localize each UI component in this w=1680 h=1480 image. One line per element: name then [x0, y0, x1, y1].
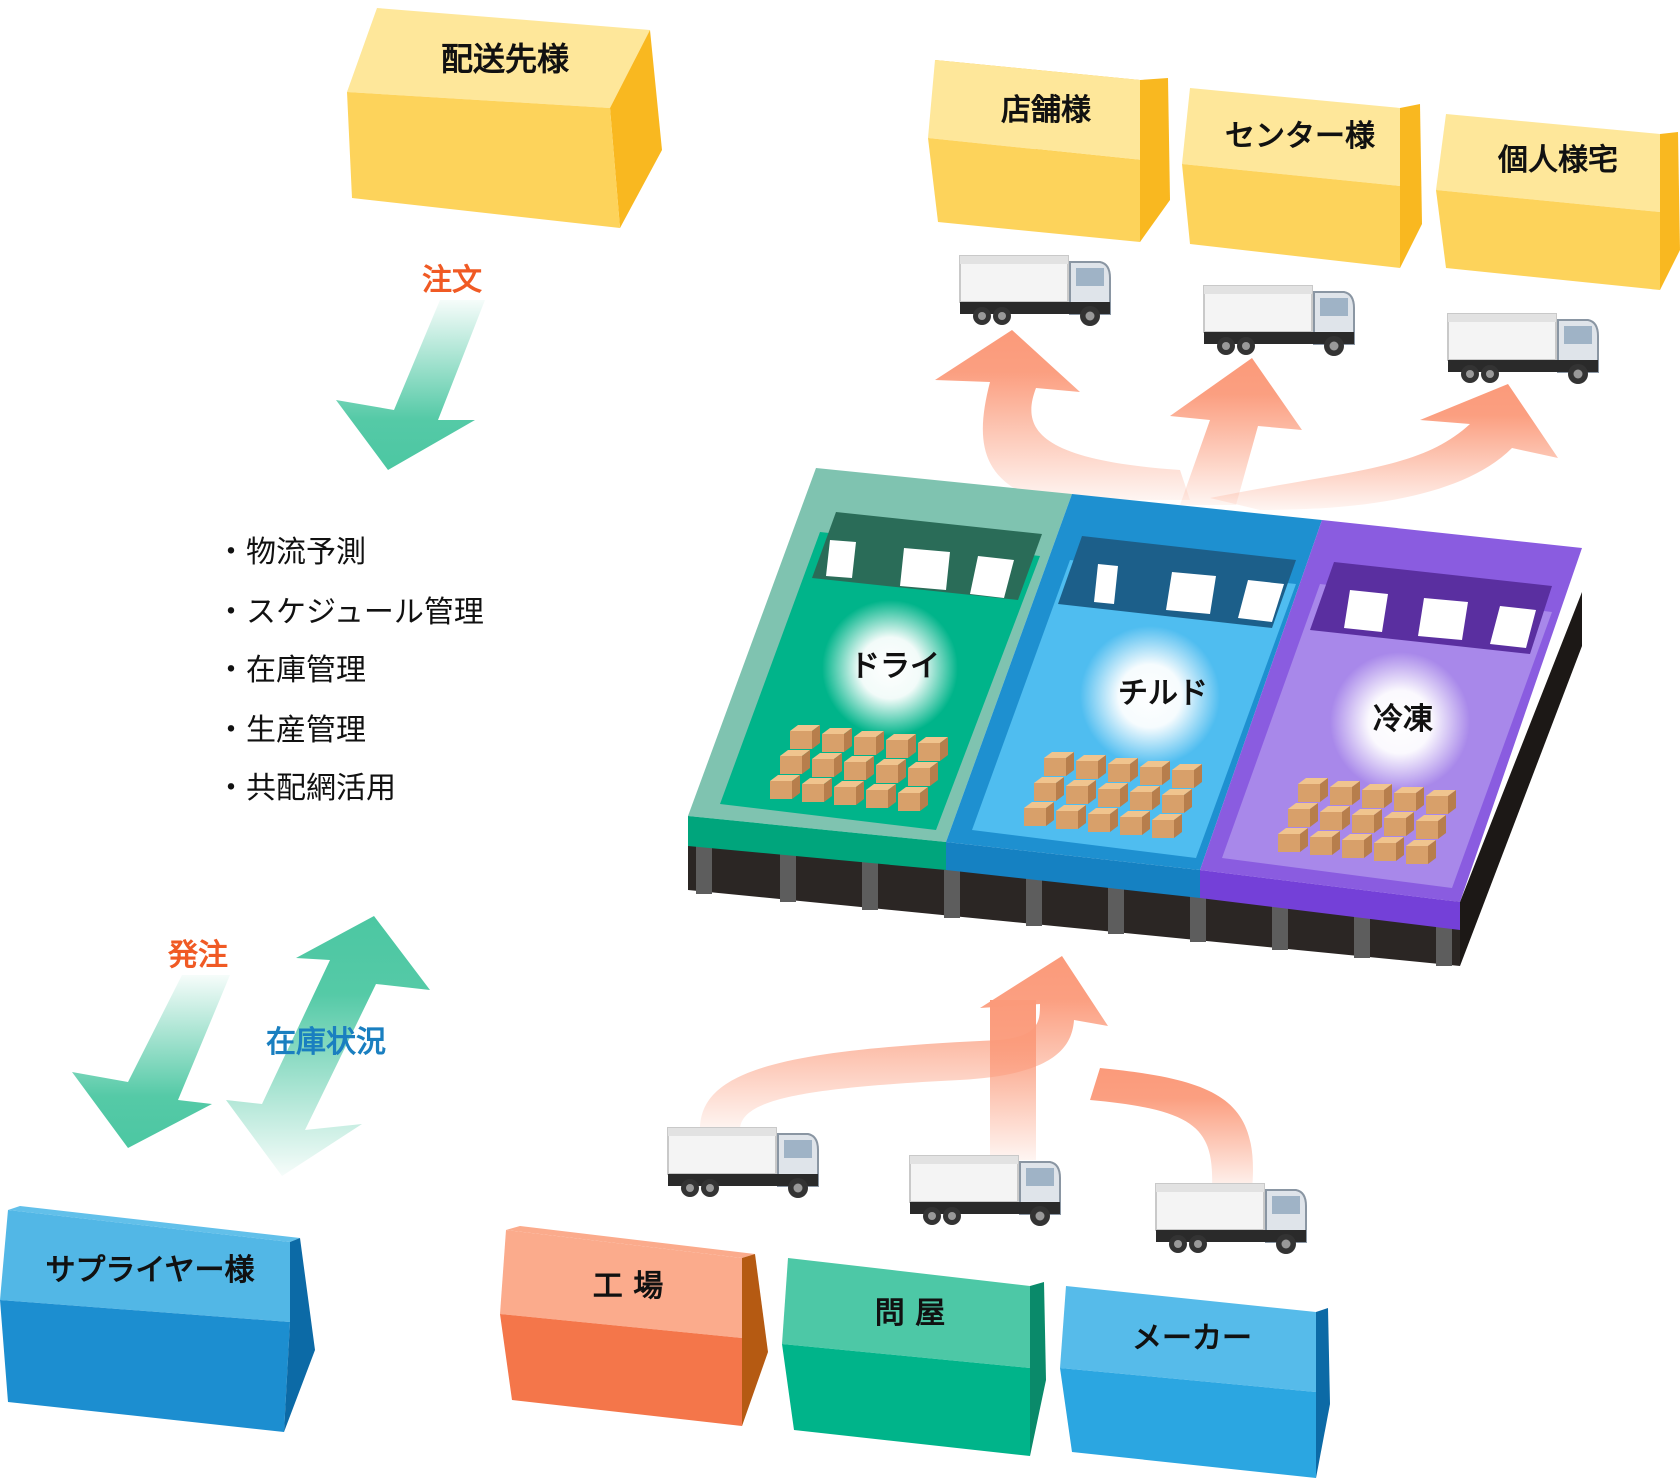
function-item: ・物流予測 — [216, 535, 366, 570]
store-box: 店舗様 — [928, 60, 1170, 242]
delivery-truck — [1203, 285, 1355, 357]
maker-label: メーカー — [1132, 1321, 1252, 1356]
frozen-zone-label: 冷凍 — [1373, 702, 1433, 737]
delivery-destination-label: 配送先様 — [441, 40, 570, 78]
center-box: センター様 — [1182, 88, 1422, 268]
supplier-label: サプライヤー様 — [45, 1253, 255, 1288]
individual-home-label: 個人様宅 — [1497, 143, 1618, 178]
individual-home-box: 個人様宅 — [1436, 114, 1680, 290]
order-label: 注文 — [422, 263, 482, 298]
inbound-truck — [667, 1127, 819, 1199]
function-list: ・物流予測 ・スケジュール管理 ・在庫管理 ・生産管理 ・共配網活用 — [216, 535, 484, 806]
stock-status-label: 在庫状況 — [266, 1025, 386, 1060]
inbound-arrows — [700, 956, 1253, 1190]
delivery-truck — [1447, 313, 1599, 385]
maker-box: メーカー — [1060, 1286, 1330, 1478]
order-arrow — [336, 300, 485, 470]
delivery-truck — [959, 255, 1111, 327]
function-item: ・生産管理 — [216, 713, 366, 748]
dry-zone-label: ドライ — [850, 649, 940, 684]
factory-box: 工 場 — [500, 1226, 768, 1426]
purchase-order-arrow — [72, 975, 230, 1148]
store-label: 店舗様 — [1001, 93, 1092, 128]
center-label: センター様 — [1225, 119, 1376, 154]
dry-zone: ドライ — [688, 468, 1072, 870]
supplier-box: サプライヤー様 — [0, 1206, 315, 1432]
stock-status-arrow — [226, 916, 430, 1176]
inbound-truck — [1155, 1183, 1307, 1255]
warehouse: ドライ チルド 冷凍 — [688, 468, 1582, 966]
function-item: ・在庫管理 — [216, 653, 366, 688]
inbound-truck — [909, 1155, 1061, 1227]
function-item: ・スケジュール管理 — [216, 595, 484, 630]
chilled-zone-label: チルド — [1118, 676, 1208, 711]
function-item: ・共配網活用 — [216, 771, 396, 806]
wholesaler-label: 問 屋 — [875, 1296, 945, 1331]
outbound-arrows — [935, 330, 1558, 510]
purchase-order-label: 発注 — [167, 938, 228, 973]
delivery-destination-box: 配送先様 — [347, 8, 662, 228]
factory-label: 工 場 — [593, 1269, 663, 1304]
wholesaler-box: 問 屋 — [782, 1258, 1046, 1456]
